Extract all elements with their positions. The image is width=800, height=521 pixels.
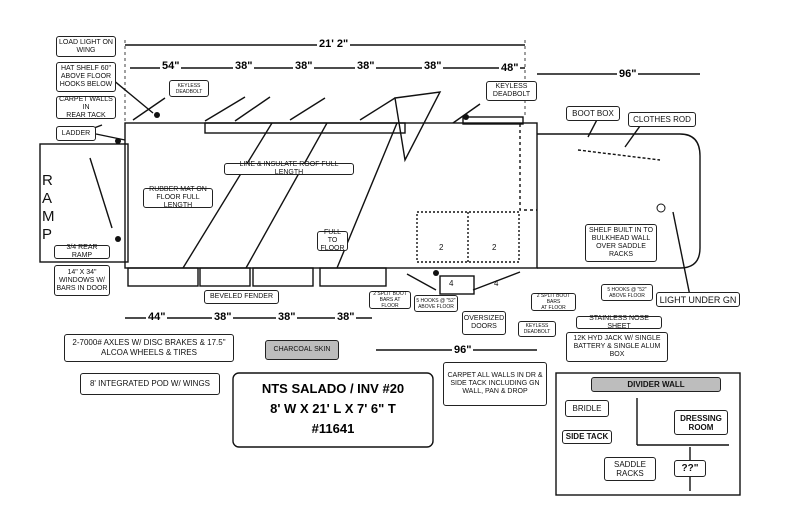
- label-light-under-gn: LIGHT UNDER GN: [656, 292, 740, 307]
- label-carpet-all-walls: CARPET ALL WALLS IN DR & SIDE TACK INCLU…: [443, 362, 547, 406]
- label-unknown-dim: ??": [674, 460, 706, 477]
- ramp-letter-m: M: [42, 208, 55, 225]
- label-carpet-walls-rear: CARPET WALLS IN REAR TACK: [56, 96, 116, 119]
- label-integrated-pod: 8' INTEGRATED POD W/ WINGS: [80, 373, 220, 395]
- dim-54: 54": [160, 60, 182, 72]
- label-divider-wall: DIVIDER WALL: [591, 377, 721, 392]
- light-icon-1: [154, 112, 160, 118]
- fender-right: [252, 267, 314, 287]
- title-line-3: #11641: [311, 421, 355, 436]
- label-clothes-rod: CLOTHES ROD: [628, 112, 696, 127]
- light-icon-4: [463, 114, 469, 120]
- leader-clothes-rod: [624, 125, 641, 148]
- label-keyless-deadbolt-bottom: KEYLESS DEADBOLT: [518, 321, 556, 337]
- fender-rear: [319, 267, 387, 287]
- light-icon-2: [115, 138, 121, 144]
- label-dressing-room: DRESSING ROOM: [674, 410, 728, 435]
- lower-door-swing-1: [406, 273, 437, 291]
- escape-door-swing-1: [204, 96, 246, 122]
- rack-number-1: 2: [439, 243, 444, 252]
- label-charcoal-skin: CHARCOAL SKIN: [265, 340, 339, 360]
- label-line-insulate-roof: LINE & INSULATE ROOF FULL LENGTH: [224, 161, 354, 176]
- stall-divider-1: [182, 122, 273, 269]
- ramp-hinge-line: [89, 157, 113, 229]
- dim-38-bottom-a: 38": [212, 311, 234, 323]
- dim-96-bottom: 96": [452, 344, 474, 356]
- label-split-boot-bars-right: 2 SPLIT BOOT BARS AT FLOOR: [531, 293, 576, 311]
- dim-38-bottom-c: 38": [335, 311, 357, 323]
- rack-number-4: 4: [494, 279, 499, 288]
- label-stainless-nose: STAINLESS NOSE SHEET: [576, 315, 662, 330]
- rack-number-3: 4: [449, 279, 454, 288]
- label-bridle: BRIDLE: [565, 400, 609, 417]
- dim-48: 48": [499, 62, 521, 74]
- title-line-1: NTS SALADO / INV #20: [261, 381, 405, 396]
- light-icon-3: [115, 236, 121, 242]
- side-door-swing: [452, 103, 481, 124]
- title-block-frame: [232, 372, 434, 448]
- top-right-wing: [462, 116, 524, 125]
- gooseneck-outline: [537, 133, 701, 269]
- label-shelf-built-in: SHELF BUILT IN TO BULKHEAD WALL OVER SAD…: [585, 224, 657, 262]
- ramp-letter-r: R: [42, 172, 53, 189]
- overall-length-dim: 21' 2": [317, 38, 351, 50]
- divider-inset-frame: [555, 372, 741, 496]
- dim-38-c: 38": [355, 60, 377, 72]
- label-rear-ramp: 3/4 REAR RAMP: [54, 244, 110, 259]
- dim-44: 44": [146, 311, 168, 323]
- lower-door-swing-2: [472, 271, 521, 291]
- label-rubber-mat: RUBBER MAT ON FLOOR FULL LENGTH: [143, 186, 213, 209]
- clothes-rod-line: [577, 149, 661, 161]
- label-hooks-52-right: 5 HOOKS @ "52" ABOVE FLOOR: [601, 284, 653, 301]
- label-side-tack: SIDE TACK: [562, 430, 612, 444]
- label-beveled-fender: BEVELED FENDER: [204, 290, 279, 304]
- rear-ramp-outline: [39, 143, 129, 263]
- boot-box-outline: [519, 124, 537, 211]
- label-load-light: LOAD LIGHT ON WING: [56, 36, 116, 57]
- label-hyd-jack: 12K HYD JACK W/ SINGLE BATTERY & SINGLE …: [566, 332, 668, 362]
- dim-38-a: 38": [233, 60, 255, 72]
- light-under-gn-icon: [656, 203, 666, 213]
- rack-number-2: 2: [492, 243, 497, 252]
- label-hat-shelf: HAT SHELF 60" ABOVE FLOOR HOOKS BELOW: [56, 62, 116, 92]
- escape-door-swing-4: [359, 97, 396, 121]
- escape-door-swing-3: [289, 97, 326, 121]
- fender-mid: [199, 267, 251, 287]
- label-ladder: LADDER: [56, 126, 96, 141]
- dim-38-b: 38": [293, 60, 315, 72]
- label-axles: 2-7000# AXLES W/ DISC BRAKES & 17.5" ALC…: [64, 334, 234, 362]
- bulkhead-door: [394, 91, 442, 163]
- dim-38-d: 38": [422, 60, 444, 72]
- leader-ladder: [95, 133, 126, 141]
- title-line-2: 8' W X 21' L X 7' 6" T: [270, 401, 396, 416]
- label-hooks-52-left: 5 HOOKS @ "52" ABOVE FLOOR: [414, 295, 458, 312]
- label-full-to-floor: FULL TO FLOOR: [317, 229, 348, 252]
- top-wing: [204, 122, 406, 134]
- label-oversized-doors: OVERSIZED DOORS: [462, 311, 506, 335]
- stall-divider-2: [245, 122, 328, 269]
- leader-light-under-gn: [672, 211, 691, 297]
- light-icon-5: [433, 270, 439, 276]
- escape-door-swing-2: [234, 96, 271, 122]
- label-keyless-deadbolt-top-right: KEYLESS DEADBOLT: [486, 81, 537, 101]
- bottom-step: [439, 275, 475, 295]
- label-windows: 14" X 34" WINDOWS W/ BARS IN DOOR: [54, 265, 110, 296]
- label-saddle-racks: SADDLE RACKS: [604, 457, 656, 481]
- dim-38-bottom-b: 38": [276, 311, 298, 323]
- label-keyless-deadbolt-top-left: KEYLESS DEADBOLT: [169, 80, 209, 97]
- label-split-boot-bars-left: 2 SPLIT BOOT BARS AT FLOOR: [369, 291, 411, 309]
- fender-left: [127, 267, 199, 287]
- ramp-letter-p: P: [42, 226, 53, 243]
- ramp-letter-a: A: [42, 190, 53, 207]
- dim-96-top: 96": [617, 68, 639, 80]
- label-boot-box: BOOT BOX: [566, 106, 620, 121]
